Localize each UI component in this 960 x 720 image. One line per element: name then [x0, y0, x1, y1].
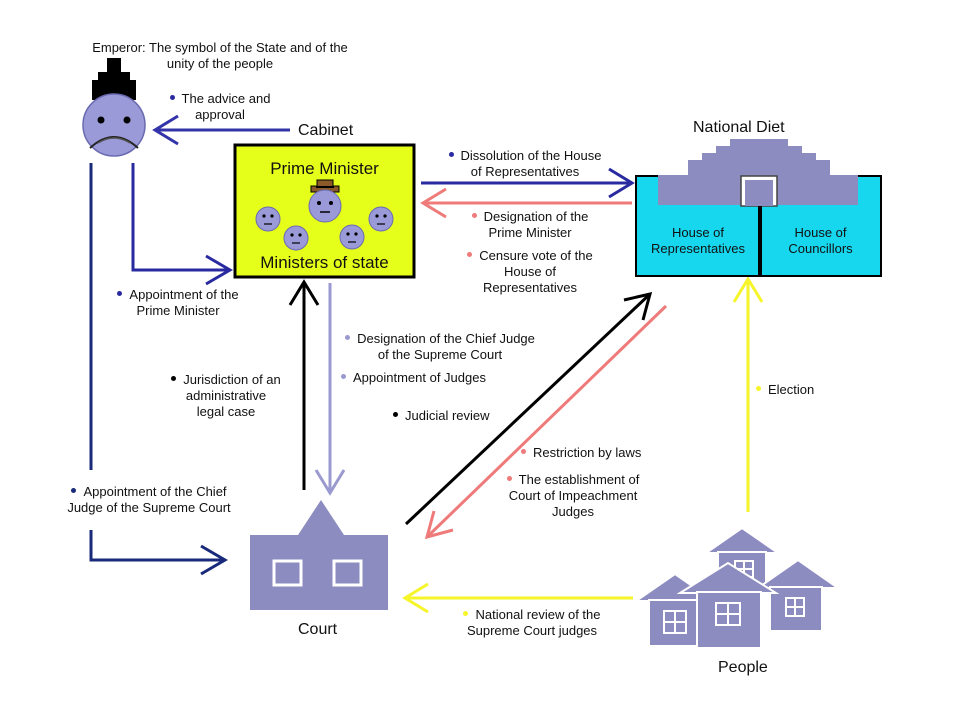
cabinet-to-court-arrow	[314, 283, 346, 496]
appoint-judges-bullet	[341, 374, 346, 380]
court-to-cabinet-arrow	[288, 279, 320, 490]
jurisdiction-label: Jurisdiction of an administrative legal …	[156, 372, 296, 420]
designation-pm-arrow	[420, 187, 632, 219]
appoint-judges-text: Appointment of Judges	[353, 370, 486, 385]
impeachment-line1: The establishment of	[518, 472, 640, 487]
impeachment-line3: Judges	[552, 504, 594, 519]
house-rep-line2: Representatives	[651, 241, 745, 256]
house-coun-line2: Councillors	[788, 241, 853, 256]
appoint-chief-line1: Appointment of the Chief	[83, 484, 227, 499]
appoint-chief-line2: Judge of the Supreme Court	[67, 500, 231, 515]
jurisdiction-bullet	[171, 376, 177, 382]
designation-pm-bullet	[471, 213, 477, 219]
emperor-label-line2: unity of the people	[166, 56, 274, 71]
election-bullet	[756, 386, 761, 392]
censure-line2: House of	[503, 264, 557, 279]
cabinet-box	[233, 143, 416, 279]
designation-pm-line1: Designation of the	[483, 209, 589, 224]
advice-arrow	[152, 114, 290, 146]
national-diet-building	[635, 139, 882, 277]
advice-label: The advice and approval	[150, 91, 290, 123]
dissolution-arrow	[421, 167, 635, 199]
jurisdiction-line2: administrative	[185, 388, 267, 403]
court-building	[250, 500, 388, 610]
restriction-bullet	[521, 449, 526, 455]
appoint-pm-bullet	[117, 291, 123, 297]
chief-judge-bullet	[345, 335, 351, 341]
appoint-pm-label: Appointment of the Prime Minister	[98, 287, 258, 319]
judicial-review-label: Judicial review	[393, 408, 533, 424]
chief-judge-line2: of the Supreme Court	[377, 347, 503, 362]
house-rep-line1: House of	[671, 225, 725, 240]
appoint-chief-bullet	[71, 488, 77, 494]
dissolution-line2: of Representatives	[470, 164, 580, 179]
court-title: Court	[298, 621, 338, 638]
prime-minister-face	[308, 179, 342, 223]
censure-bullet	[467, 252, 473, 258]
judicial-review-bullet	[393, 412, 398, 418]
national-review-label: National review of the Supreme Court jud…	[447, 607, 617, 639]
appoint-chief-arrow	[89, 163, 228, 576]
national-review-line1: National review of the	[475, 607, 601, 622]
judicial-review-arrow	[404, 291, 653, 526]
chief-judge-designation-label: Designation of the Chief Judge of the Su…	[335, 331, 545, 363]
judicial-review-text: Judicial review	[405, 408, 490, 423]
house-of-councillors-label: House of Councillors	[762, 225, 879, 257]
dissolution-line1: Dissolution of the House	[460, 148, 602, 163]
appoint-pm-arrow	[131, 163, 233, 286]
chief-judge-line1: Designation of the Chief Judge	[357, 331, 535, 346]
advice-line2: approval	[195, 107, 245, 122]
censure-label: Censure vote of the House of Representat…	[450, 248, 610, 296]
national-diet-title: National Diet	[693, 119, 785, 136]
advice-line1: The advice and	[181, 91, 271, 106]
cabinet-title: Cabinet	[298, 122, 354, 139]
prime-minister-label: Prime Minister	[270, 159, 379, 178]
advice-bullet	[169, 95, 175, 101]
minister-faces	[255, 206, 394, 251]
appoint-chief-label: Appointment of the Chief Judge of the Su…	[44, 484, 254, 516]
national-review-line2: Supreme Court judges	[466, 623, 598, 638]
emperor-figure	[82, 58, 146, 157]
appoint-pm-line1: Appointment of the	[129, 287, 239, 302]
appoint-pm-line2: Prime Minister	[136, 303, 220, 318]
restriction-text: Restriction by laws	[533, 445, 642, 460]
designation-pm-line2: Prime Minister	[488, 225, 572, 240]
emperor-label-line1: Emperor: The symbol of the State and of …	[92, 40, 348, 55]
designation-pm-label: Designation of the Prime Minister	[450, 209, 610, 241]
impeachment-bullet	[506, 476, 512, 482]
censure-line3: Representatives	[483, 280, 577, 295]
impeachment-label: The establishment of Court of Impeachmen…	[498, 472, 648, 520]
censure-line1: Censure vote of the	[479, 248, 593, 263]
house-of-representatives-label: House of Representatives	[638, 225, 758, 257]
ministers-label: Ministers of state	[260, 253, 389, 272]
national-review-bullet	[463, 611, 469, 617]
election-label: Election	[756, 382, 846, 398]
appoint-judges-label: Appointment of Judges	[341, 370, 541, 386]
impeachment-line2: Court of Impeachment	[508, 488, 638, 503]
restriction-arrow	[424, 304, 668, 540]
people-title: People	[718, 659, 768, 676]
emperor-label: Emperor: The symbol of the State and of …	[60, 40, 380, 72]
jurisdiction-line3: legal case	[196, 404, 256, 419]
jurisdiction-line1: Jurisdiction of an	[183, 372, 281, 387]
election-text: Election	[768, 382, 815, 397]
people-houses	[632, 526, 842, 649]
house-coun-line1: House of	[794, 225, 847, 240]
restriction-label: Restriction by laws	[521, 445, 681, 461]
dissolution-bullet	[448, 152, 454, 158]
national-review-arrow	[402, 582, 633, 614]
election-arrow	[732, 276, 764, 512]
dissolution-label: Dissolution of the House of Representati…	[420, 148, 630, 180]
